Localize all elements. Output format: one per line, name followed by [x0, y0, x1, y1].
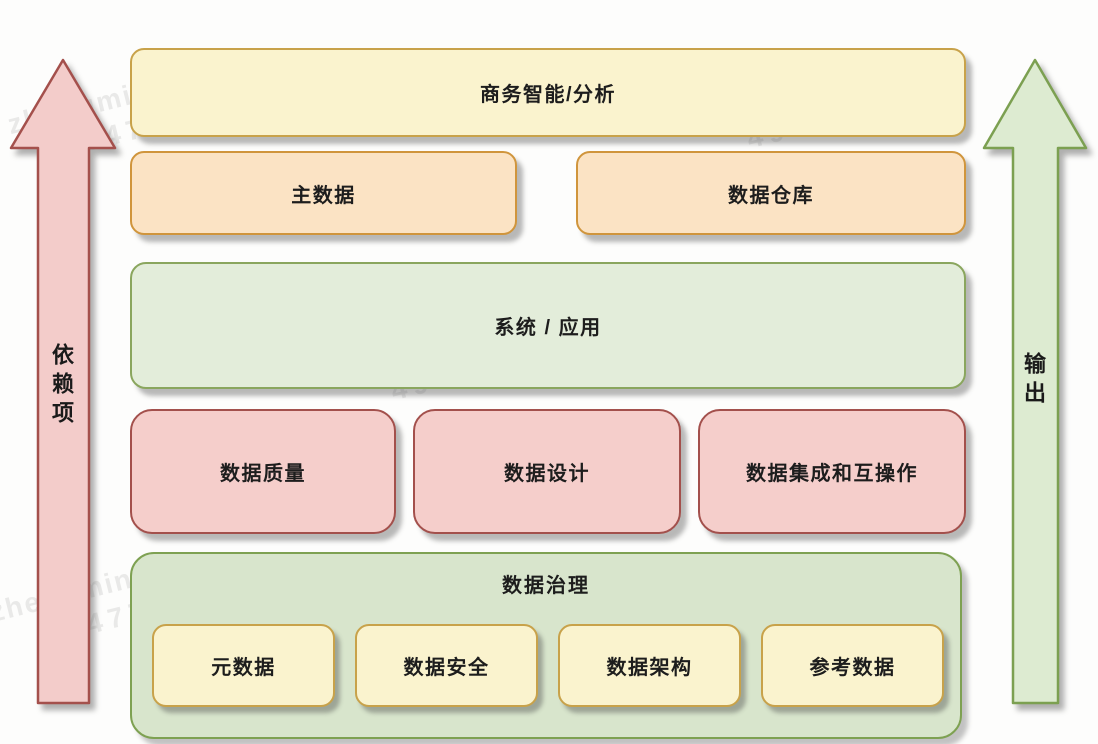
layer-data-design: 数据设计	[413, 409, 681, 534]
governance-items: 元数据 数据安全 数据架构 参考数据	[152, 624, 944, 707]
layer-data-warehouse: 数据仓库	[576, 151, 966, 235]
dependencies-arrow-label: 依赖项	[49, 343, 74, 430]
layer-label: 数据集成和互操作	[746, 463, 918, 485]
layer-label: 系统 / 应用	[494, 317, 602, 339]
layer-label: 商务智能/分析	[479, 84, 617, 106]
dependencies-arrow-up-icon	[9, 58, 117, 705]
governance-item-metadata: 元数据	[152, 624, 335, 707]
layer-master-data: 主数据	[130, 151, 517, 235]
layer-business-intelligence: 商务智能/分析	[130, 48, 966, 137]
output-arrow-label: 输出	[1021, 352, 1046, 410]
layer-data-governance: 数据治理 元数据 数据安全 数据架构 参考数据	[130, 552, 962, 739]
governance-item-reference-data: 参考数据	[761, 624, 944, 707]
layer-label: 数据仓库	[728, 184, 814, 207]
layer-label: 主数据	[291, 184, 356, 207]
governance-title: 数据治理	[502, 575, 590, 597]
layer-label: 数据设计	[504, 463, 590, 485]
layer-systems-applications: 系统 / 应用	[130, 262, 966, 389]
layer-label: 元数据	[211, 657, 276, 679]
layer-data-quality: 数据质量	[130, 409, 396, 534]
layer-label: 参考数据	[809, 657, 896, 679]
layer-label: 数据安全	[403, 657, 490, 679]
output-arrow-up-icon	[982, 58, 1088, 705]
governance-item-data-architecture: 数据架构	[558, 624, 741, 707]
layer-data-integration: 数据集成和互操作	[698, 409, 966, 534]
governance-item-data-security: 数据安全	[355, 624, 538, 707]
layer-label: 数据质量	[220, 463, 306, 485]
layer-label: 数据架构	[606, 657, 693, 679]
